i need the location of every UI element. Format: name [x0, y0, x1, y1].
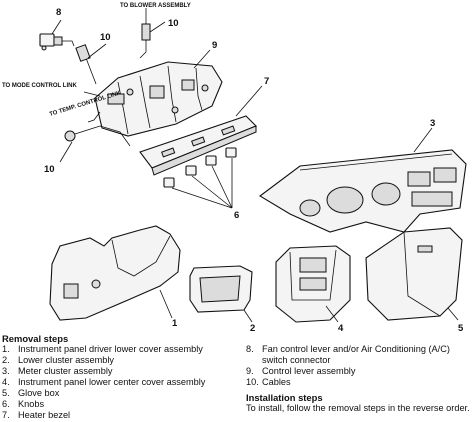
- blower-link-label: TO BLOWER ASSEMBLY: [120, 3, 191, 9]
- removal-steps-column: Removal steps 1. Instrument panel driver …: [2, 333, 240, 421]
- step-text: Control lever assembly: [262, 366, 356, 376]
- callout-4: 4: [338, 323, 344, 332]
- driver-lower-cover: [49, 225, 181, 321]
- heater-bezel: [139, 115, 257, 176]
- step-text: Meter cluster assembly: [18, 366, 113, 376]
- step-number: 9.: [246, 366, 254, 376]
- meter-cluster-assembly: [259, 149, 467, 233]
- step-text: Glove box: [18, 388, 60, 398]
- mode-cable: [75, 44, 101, 97]
- control-lever-assembly: [87, 61, 223, 137]
- removal-step: 1. Instrument panel driver lower cover as…: [2, 344, 240, 355]
- removal-step: 2. Lower cluster assembly: [2, 355, 240, 366]
- step-text: Lower cluster assembly: [18, 355, 114, 365]
- step-text: Fan control lever and/or Air Conditionin…: [262, 344, 450, 365]
- step-number: 3.: [2, 366, 10, 376]
- step-number: 1.: [2, 344, 10, 354]
- removal-step: 7. Heater bezel: [2, 410, 240, 421]
- temp-cable: [64, 125, 131, 147]
- step-number: 10.: [246, 377, 259, 387]
- callout-6: 6: [234, 210, 239, 221]
- step-text: Instrument panel lower center cover asse…: [18, 377, 206, 387]
- removal-steps-continued-column: 8. Fan control lever and/or Air Condition…: [246, 333, 472, 414]
- glove-box: [365, 227, 463, 321]
- callout-3: 3: [430, 118, 435, 129]
- step-text: Cables: [262, 377, 291, 387]
- blower-cable: [139, 8, 151, 59]
- knobs: [163, 147, 237, 188]
- step-number: 4.: [2, 377, 10, 387]
- callout-5: 5: [458, 323, 464, 332]
- callout-2: 2: [250, 323, 255, 332]
- step-number: 8.: [246, 344, 254, 354]
- procedure-text: Removal steps 1. Instrument panel driver …: [0, 333, 474, 422]
- callout-7: 7: [264, 76, 269, 87]
- lower-center-cover: [275, 245, 351, 323]
- callout-8: 8: [56, 7, 61, 18]
- installation-steps-text: To install, follow the removal steps in …: [246, 403, 470, 413]
- step-number: 2.: [2, 355, 10, 365]
- fan-switch-connector: [39, 33, 75, 51]
- step-number: 6.: [2, 399, 10, 409]
- lower-cluster-assembly: [189, 265, 253, 313]
- removal-step: 5. Glove box: [2, 388, 240, 399]
- removal-step: 9. Control lever assembly: [246, 366, 472, 377]
- callout-10-bottom: 10: [44, 164, 55, 175]
- removal-steps-list: 1. Instrument panel driver lower cover as…: [2, 344, 240, 421]
- exploded-view-diagram: 8 TO BLOWER ASSEMBLY 10 9: [2, 3, 467, 332]
- callout-1: 1: [172, 318, 178, 329]
- callout-10-mid: 10: [100, 32, 111, 43]
- removal-step: 8. Fan control lever and/or Air Condition…: [246, 344, 472, 366]
- callout-10-top: 10: [168, 18, 179, 29]
- removal-step: 4. Instrument panel lower center cover as…: [2, 377, 240, 388]
- callout-9: 9: [212, 40, 217, 51]
- step-text: Knobs: [18, 399, 45, 409]
- step-text: Heater bezel: [18, 410, 71, 420]
- mode-link-label: TO MODE CONTROL LINK: [2, 83, 77, 89]
- removal-step: 10.Cables: [246, 377, 472, 388]
- removal-steps-list-continued: 8. Fan control lever and/or Air Condition…: [246, 344, 472, 388]
- removal-step: 3. Meter cluster assembly: [2, 366, 240, 377]
- removal-step: 6. Knobs: [2, 399, 240, 410]
- step-number: 5.: [2, 388, 10, 398]
- removal-steps-heading: Removal steps: [2, 333, 69, 344]
- step-number: 7.: [2, 410, 10, 420]
- installation-steps-heading: Installation steps: [246, 392, 323, 403]
- step-text: Instrument panel driver lower cover asse…: [18, 344, 203, 354]
